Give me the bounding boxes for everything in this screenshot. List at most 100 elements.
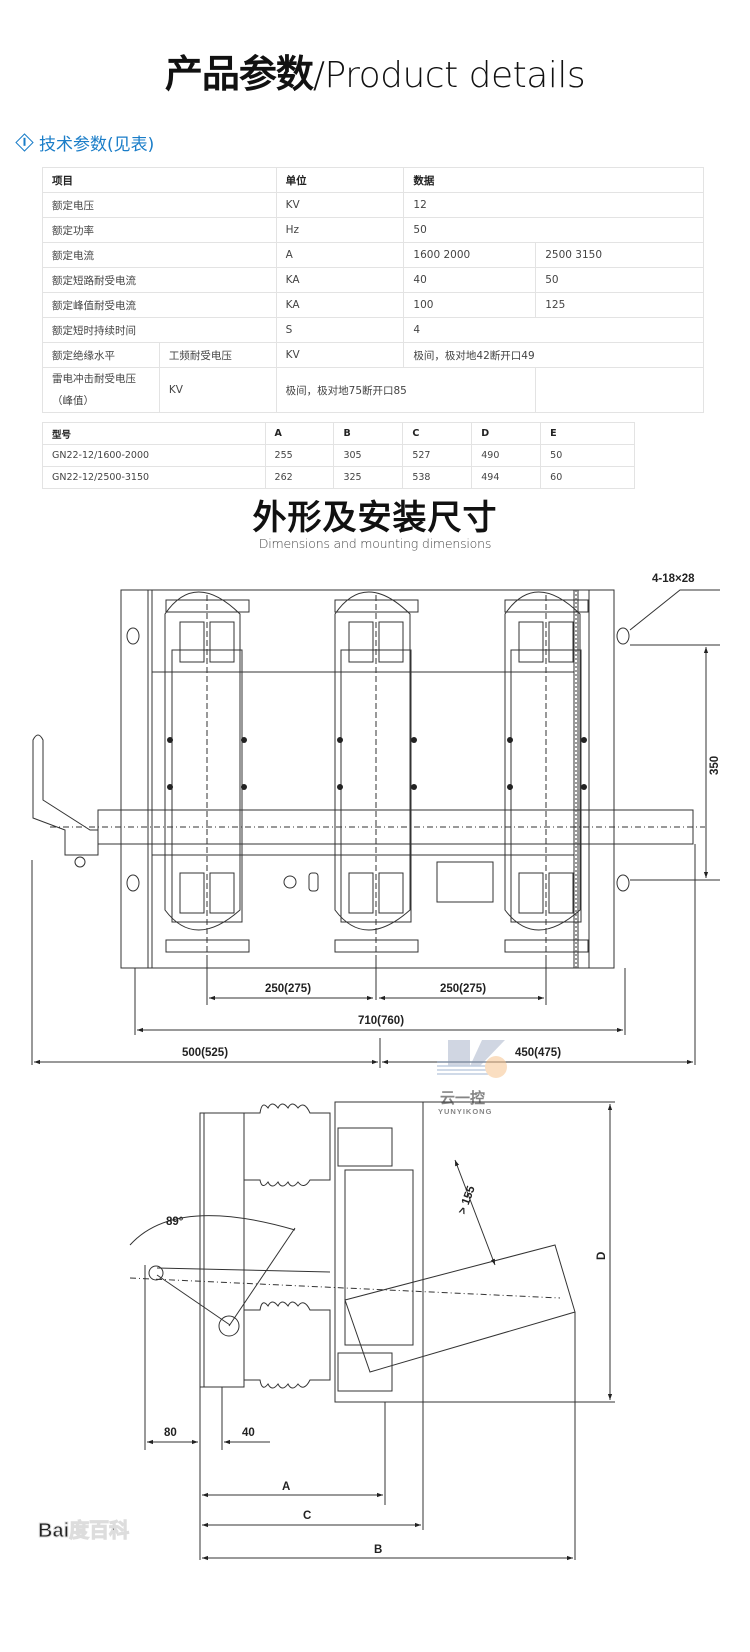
- dim-d-label: D: [596, 1252, 608, 1260]
- pivot-pin: [148, 1265, 164, 1281]
- lower-insulator: [243, 1301, 331, 1389]
- front-view: [31, 589, 720, 1068]
- row-sub-item: 工频耐受电压: [158, 342, 277, 368]
- table-row: GN22-12/2500-3150 262 325 538 494 60: [42, 466, 635, 489]
- header-e: E: [540, 422, 635, 445]
- table-row: 雷电冲击耐受电压（峰值） KV 极间，极对地75断开口85: [42, 367, 704, 413]
- cell-d: 494: [471, 466, 542, 489]
- terminal: [548, 872, 574, 914]
- row-unit: KV: [158, 367, 277, 413]
- baidu-watermark: Bai度百科: [38, 1518, 129, 1542]
- indicator-slot: [308, 872, 319, 892]
- handle-bolt: [74, 856, 86, 868]
- row-unit: KA: [275, 267, 405, 293]
- front-view-labels: 4-18×28 350 250(275) 250(275) 710(760) 5…: [182, 573, 721, 1059]
- row-item: 额定短路耐受电流: [42, 267, 277, 293]
- terminal: [378, 621, 404, 663]
- header-data: 数据: [403, 167, 704, 193]
- spec-table-header: 项目 单位 数据: [42, 167, 704, 193]
- cell-model: GN22-12/1600-2000: [42, 444, 266, 467]
- diamond-lightning-icon: [15, 133, 34, 152]
- dim-350-label: 350: [709, 756, 721, 775]
- row-unit: KV: [275, 342, 405, 368]
- cell-e: 60: [540, 466, 635, 489]
- rivet-dots: [167, 737, 587, 790]
- row-item: 额定短时持续时间: [42, 317, 277, 343]
- terminal: [518, 621, 544, 663]
- lower-terminal-block: [337, 1352, 393, 1392]
- dim-right-label: 450(475): [515, 1047, 561, 1059]
- upper-terminal-block: [337, 1127, 393, 1167]
- terminal: [209, 621, 235, 663]
- side-view: [129, 1101, 615, 1561]
- table-row: 额定绝缘水平 工频耐受电压 KV 极间，极对地42断开口49: [42, 342, 704, 368]
- cell-a: 255: [264, 444, 335, 467]
- header-unit: 单位: [275, 167, 405, 193]
- angle-arc: [129, 1215, 296, 1246]
- section-heading-text: 技术参数(见表): [39, 135, 155, 155]
- row-item: 额定绝缘水平: [42, 342, 160, 368]
- mount-hole: [616, 874, 630, 892]
- hole-leader: [629, 589, 720, 631]
- dim-a-label: A: [282, 1481, 290, 1493]
- insulator-outline: [334, 591, 411, 931]
- terminal: [348, 872, 374, 914]
- row-data: 极间，极对地42断开口49: [403, 342, 704, 368]
- spec-table: 项目 单位 数据 额定电压 KV 12 额定功率 Hz 50 额定电流 A 16…: [42, 167, 704, 413]
- nameplate: [436, 861, 494, 903]
- lever-arm: [156, 1274, 231, 1326]
- insulator-outline: [504, 591, 581, 931]
- row-unit: S: [275, 317, 405, 343]
- insulator-outline: [164, 591, 241, 931]
- row-data: 12: [403, 192, 704, 218]
- terminal: [179, 872, 205, 914]
- mount-hole: [126, 874, 140, 892]
- cell-e: 50: [540, 444, 635, 467]
- terminal: [378, 872, 404, 914]
- row-data: 1600 2000: [403, 242, 537, 268]
- header-model: 型号: [42, 422, 266, 445]
- row-item: 额定电压: [42, 192, 277, 218]
- dim-c-label: C: [303, 1510, 311, 1522]
- lever-line: [228, 1227, 296, 1327]
- side-base-plate: [199, 1112, 245, 1388]
- cell-b: 325: [333, 466, 404, 489]
- dim-80-label: 80: [164, 1427, 177, 1439]
- table-row: 额定峰值耐受电流 KA 100 125: [42, 292, 704, 318]
- dimensions-heading-cn: 外形及安装尺寸: [252, 498, 498, 538]
- table-row: 额定电压 KV 12: [42, 192, 704, 218]
- angle-label: 89°: [166, 1216, 184, 1228]
- page-title-cn: 产品参数: [164, 52, 314, 96]
- table-row: 额定短路耐受电流 KA 40 50: [42, 267, 704, 293]
- mount-hole: [126, 627, 140, 645]
- header-b: B: [333, 422, 404, 445]
- pole-2: [334, 591, 419, 960]
- row-item: 雷电冲击耐受电压（峰值）: [42, 367, 160, 413]
- mount-hole: [616, 627, 630, 645]
- cell-model: GN22-12/2500-3150: [42, 466, 266, 489]
- shaft-pin: [218, 1315, 240, 1337]
- dim-mount-width-label: 710(760): [358, 1015, 404, 1027]
- dim-spacing-1-label: 250(275): [265, 983, 311, 995]
- blade-window: [344, 1169, 414, 1346]
- row-data: 125: [535, 292, 704, 318]
- indicator: [283, 875, 297, 889]
- brand-en: YUNYIKONG: [438, 1107, 492, 1116]
- section-heading: 技术参数(见表): [15, 130, 155, 155]
- drive-shaft: [97, 809, 694, 845]
- cell-c: 538: [402, 466, 473, 489]
- brand-cn: 云一控: [440, 1089, 485, 1107]
- dim-left-label: 500(525): [182, 1047, 228, 1059]
- base-frame: [120, 589, 590, 969]
- dim-spacing-2-label: 250(275): [440, 983, 486, 995]
- model-table-header: 型号 A B C D E: [42, 422, 635, 445]
- dimensions-heading: 外形及安装尺寸 Dimensions and mounting dimensio…: [0, 498, 750, 551]
- terminal: [548, 621, 574, 663]
- logo-sun: [485, 1056, 507, 1078]
- operating-handle: [32, 734, 99, 856]
- row-data: 50: [535, 267, 704, 293]
- row-data: 极间，极对地75断开口85: [275, 367, 537, 413]
- row-unit: A: [275, 242, 405, 268]
- header-d: D: [471, 422, 542, 445]
- terminal: [209, 872, 235, 914]
